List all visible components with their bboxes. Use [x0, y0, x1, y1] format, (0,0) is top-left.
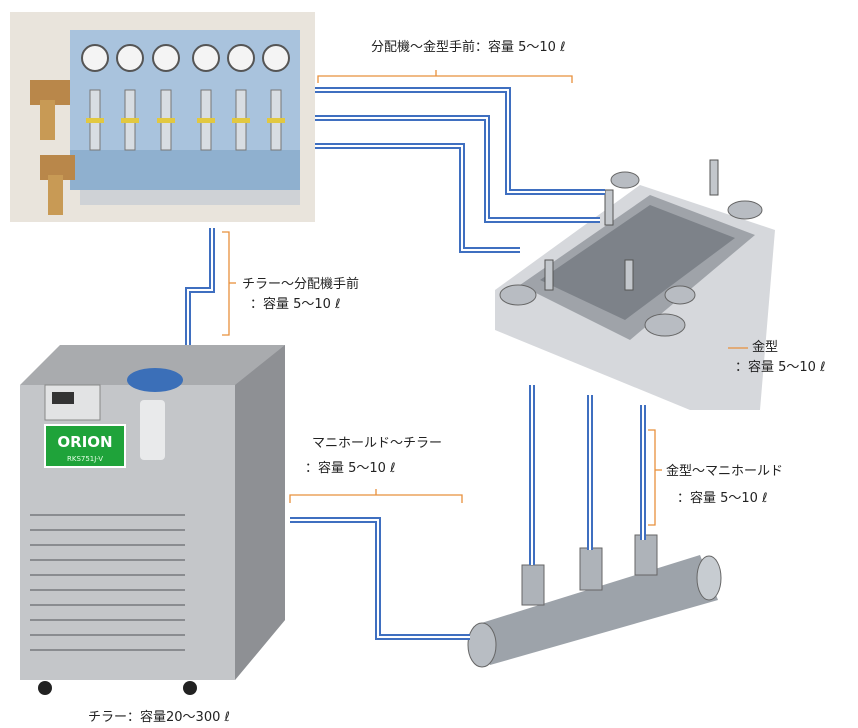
distributor-image	[10, 12, 315, 222]
label-manifold-to-chiller-capacity: ：容量 5～10 ℓ	[305, 461, 396, 476]
label-chiller-to-distributor: チラー～分配機手前	[242, 277, 360, 292]
dimension-brackets	[222, 70, 748, 526]
label-chiller-to-distributor-capacity: ：容量 5～10 ℓ	[250, 297, 341, 312]
label-mold-capacity: ：容量 5～10 ℓ	[735, 360, 826, 375]
svg-text:RKS751J-V: RKS751J-V	[67, 455, 103, 463]
label-mold-to-manifold-capacity: ：容量 5～10 ℓ	[677, 491, 768, 506]
label-mold: 金型	[752, 340, 779, 355]
chiller-image: ORION RKS751J-V	[20, 345, 285, 695]
label-distributor-to-mold: 分配機～金型手前：容量 5～10 ℓ	[371, 40, 566, 55]
manifold-image	[467, 534, 722, 668]
label-mold-to-manifold: 金型～マニホールド	[666, 464, 784, 479]
svg-text:ORION: ORION	[57, 433, 112, 451]
pipes	[185, 87, 646, 640]
label-manifold-to-chiller: マニホールド～チラー	[312, 436, 443, 451]
mold-image	[495, 159, 775, 410]
label-chiller: チラー：容量20～300 ℓ	[88, 710, 230, 725]
